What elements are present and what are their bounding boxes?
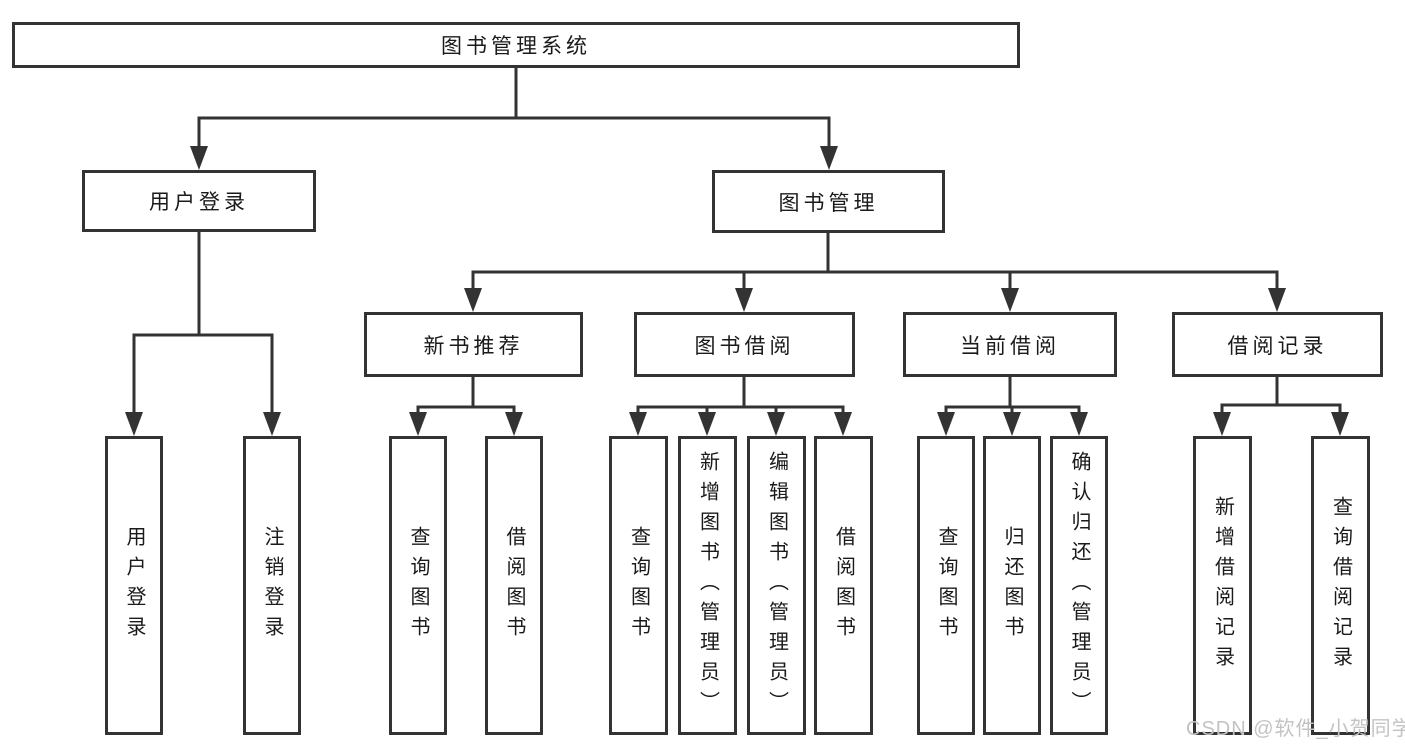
leaf-query-borrow-record-label: 查询借阅记录	[1329, 495, 1352, 676]
leaf-user-login: 用户登录	[105, 436, 163, 735]
leaf-recommend-borrow-books-label: 借阅图书	[503, 525, 525, 646]
leaf-logout: 注销登录	[243, 436, 301, 735]
leaf-edit-books-admin: 编辑图书（管理员）	[747, 436, 806, 735]
leaf-current-query-books-label: 查询图书	[935, 525, 957, 646]
leaf-borrow-query-books: 查询图书	[609, 436, 668, 735]
node-current-borrow-label: 当前借阅	[960, 334, 1060, 358]
leaf-query-borrow-record: 查询借阅记录	[1311, 436, 1370, 735]
node-user-login: 用户登录	[82, 170, 316, 232]
node-new-book-recommend-label: 新书推荐	[423, 334, 524, 358]
leaf-add-books-admin-label: 新增图书（管理员）	[696, 450, 719, 721]
node-borrow-records: 借阅记录	[1172, 312, 1383, 377]
leaf-confirm-return-admin: 确认归还（管理员）	[1050, 436, 1108, 735]
node-root: 图书管理系统	[12, 22, 1020, 68]
node-new-book-recommend: 新书推荐	[364, 312, 583, 377]
leaf-borrow-books: 借阅图书	[814, 436, 873, 735]
leaf-borrow-query-books-label: 查询图书	[627, 525, 650, 646]
leaf-edit-books-admin-label: 编辑图书（管理员）	[765, 450, 788, 721]
node-book-borrow: 图书借阅	[634, 312, 855, 377]
leaf-add-borrow-record-label: 新增借阅记录	[1211, 495, 1234, 676]
node-book-borrow-label: 图书借阅	[694, 334, 795, 358]
leaf-current-query-books: 查询图书	[917, 436, 975, 735]
node-user-login-label: 用户登录	[149, 191, 249, 214]
node-current-borrow: 当前借阅	[903, 312, 1117, 377]
csdn-watermark: CSDN @软件_小贺同学	[1186, 718, 1405, 740]
leaf-borrow-books-label: 借阅图书	[832, 525, 855, 646]
leaf-recommend-borrow-books: 借阅图书	[485, 436, 543, 735]
leaf-user-login-label: 用户登录	[123, 525, 145, 646]
leaf-add-books-admin: 新增图书（管理员）	[678, 436, 737, 735]
leaf-confirm-return-admin-label: 确认归还（管理员）	[1068, 450, 1090, 721]
leaf-return-books: 归还图书	[983, 436, 1041, 735]
leaf-add-borrow-record: 新增借阅记录	[1193, 436, 1252, 735]
leaf-recommend-query-books-label: 查询图书	[407, 525, 429, 646]
node-borrow-records-label: 借阅记录	[1227, 334, 1328, 358]
leaf-recommend-query-books: 查询图书	[389, 436, 447, 735]
leaf-return-books-label: 归还图书	[1001, 525, 1023, 646]
node-root-label: 图书管理系统	[441, 35, 591, 58]
node-book-management-label: 图书管理	[778, 191, 879, 215]
node-book-management: 图书管理	[712, 170, 945, 233]
leaf-logout-label: 注销登录	[261, 525, 283, 646]
